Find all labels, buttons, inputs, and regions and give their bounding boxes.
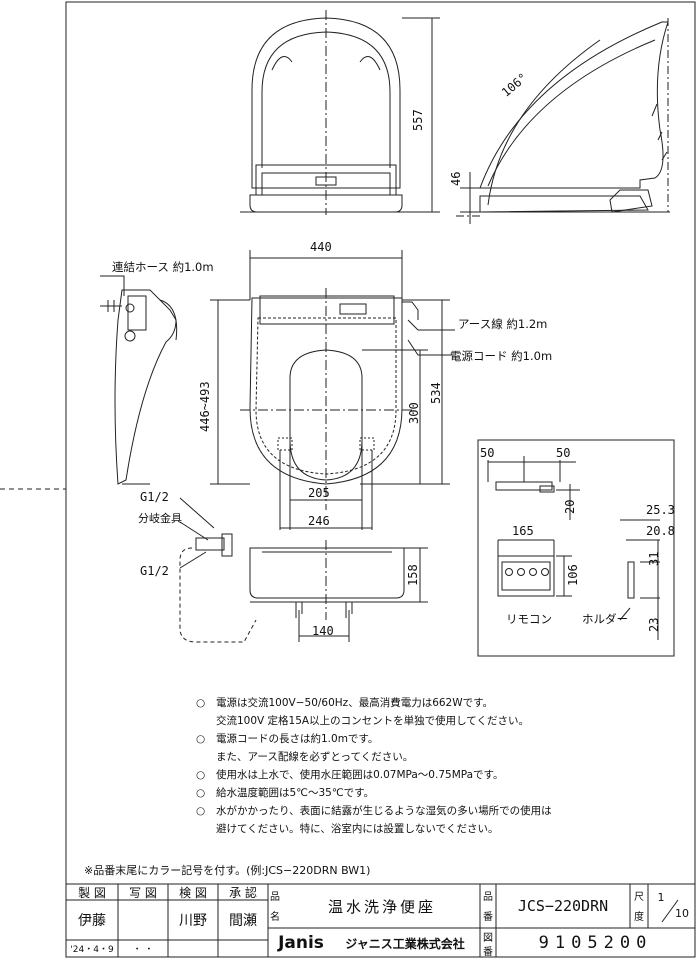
note-line: また、アース配線を必ずとってください。 <box>216 751 414 763</box>
holder-dim-23: 23 <box>647 617 661 632</box>
title-block-lines <box>66 883 695 957</box>
dim-158: 158 <box>406 564 420 586</box>
product-name: 温水洗浄便座 <box>327 897 436 916</box>
scale-numerator: 1 <box>657 890 665 904</box>
dim-557: 557 <box>411 109 425 131</box>
tb-model-label-bottom: 番 <box>483 911 493 923</box>
dim-446-493: 446~493 <box>198 381 212 432</box>
remote-label: リモコン <box>506 612 552 626</box>
rc-dim-20: 20 <box>563 499 577 514</box>
sheet-frame <box>65 1 696 958</box>
note-line: ○電源は交流100V−50/60Hz、最高消費電力は662Wです。 <box>196 697 494 709</box>
side-view <box>456 18 670 224</box>
tb-header-approve: 承 認 <box>229 885 257 900</box>
dim-534: 534 <box>429 382 443 404</box>
dim-46: 46 <box>449 171 463 186</box>
rc-dim-106: 106 <box>566 564 580 586</box>
note-line: 交流100V 定格15A以上のコンセントを単独で使用してください。 <box>216 715 529 727</box>
dim-140: 140 <box>312 624 334 638</box>
tb-name-draw: 伊藤 <box>78 913 106 929</box>
tb-header-check: 検 図 <box>179 885 207 900</box>
g2-label: G1/2 <box>140 564 169 578</box>
notes-list: ○電源は交流100V−50/60Hz、最高消費電力は662Wです。 交流100V… <box>196 697 666 841</box>
tb-name-check: 川野 <box>179 913 207 929</box>
company-logo: Janis <box>278 933 324 953</box>
g1-label: G1/2 <box>140 490 169 504</box>
color-code-footnote: ※品番末尾にカラー記号を付す。(例:JCS−220DRN BW1) <box>84 864 371 877</box>
holder-dim-253: 25.3 <box>646 503 675 517</box>
scale-denominator: 10 <box>675 906 689 920</box>
dim-300: 300 <box>407 402 421 424</box>
note-line: ○給水温度範囲は5℃〜35℃です。 <box>196 787 375 799</box>
tb-name-label: 名 <box>270 911 280 923</box>
tb-date: '24・4・9 <box>70 945 114 955</box>
tb-header-draw: 製 図 <box>78 885 106 900</box>
left-side-profile <box>100 275 178 485</box>
dim-246: 246 <box>308 514 330 528</box>
note-line: ○水がかかったり、表面に結露が生じるような湿気の多い場所での使用は <box>196 805 552 817</box>
rc-dim-50a: 50 <box>480 446 495 460</box>
holder-dim-208: 20.8 <box>646 524 675 538</box>
note-line: ○使用水は上水で、使用水圧範囲は0.07MPa〜0.75MPaです。 <box>196 769 504 781</box>
hose-label: 連結ホース 約1.0m <box>112 260 214 274</box>
dim-205: 205 <box>308 486 330 500</box>
rc-dim-165: 165 <box>512 524 534 538</box>
tb-scale-label-top: 尺 <box>634 891 644 903</box>
note-line: ○電源コードの長さは約1.0mです。 <box>196 733 379 745</box>
tb-name-approve: 間瀬 <box>229 913 257 929</box>
plan-view <box>210 250 455 530</box>
drawing-number: 9105200 <box>538 933 653 953</box>
branch-label: 分岐金具 <box>138 512 182 525</box>
earth-label: アース線 約1.2m <box>458 317 548 331</box>
power-label: 電源コード 約1.0m <box>450 349 553 363</box>
tb-drawing-label-top: 図 <box>483 932 493 944</box>
front-lower-view <box>179 497 428 643</box>
company-name: ジャニス工業株式会社 <box>345 936 465 951</box>
tb-date-dots: ・ ・ <box>132 945 154 955</box>
tb-scale-label-bottom: 度 <box>634 911 644 923</box>
tb-drawing-label-bottom: 番 <box>483 946 493 958</box>
holder-dim-31: 31 <box>647 551 661 566</box>
remote-detail-box <box>477 439 675 657</box>
model-number: JCS−220DRN <box>517 897 609 915</box>
holder-label: ホルダー <box>582 612 628 626</box>
tb-name-label-top: 品 <box>270 891 280 903</box>
tb-model-label-top: 品 <box>483 891 493 903</box>
tb-header-copy: 写 図 <box>129 885 157 900</box>
note-line: 避けてください。特に、浴室内には設置しないでください。 <box>216 823 499 835</box>
dim-440: 440 <box>310 240 332 254</box>
top-front-view <box>240 10 440 215</box>
rc-dim-50b: 50 <box>556 446 571 460</box>
